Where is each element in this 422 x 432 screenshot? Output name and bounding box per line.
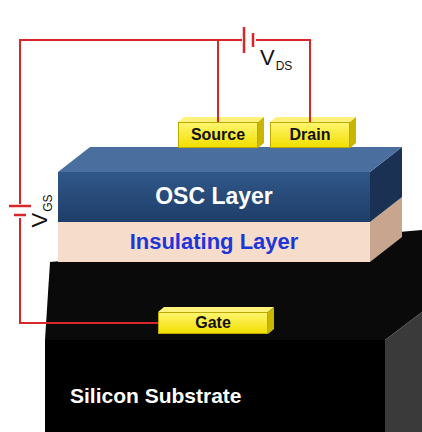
osc-top-face [58,147,402,172]
voltage-label: VDS [260,47,292,72]
osc-layer: OSC Layer [58,172,370,222]
drain-side-face [350,117,356,148]
layer-label: Gate [195,314,231,332]
voltage-subscript: GS [42,194,54,211]
battery-plate [9,205,31,208]
source-side-face [258,117,264,148]
layer-label: Silicon Substrate [70,384,242,407]
layer-label: Drain [290,126,331,144]
substrate-side-face [385,312,422,432]
silicon-substrate: Silicon Substrate [45,340,385,432]
insulating-layer: Insulating Layer [58,222,370,262]
voltage-subscript: DS [276,60,293,72]
layer-label: Insulating Layer [130,230,299,254]
drain-electrode: Drain [270,122,350,148]
circuit-wire [218,40,310,122]
battery-plate [14,214,26,217]
voltage-symbol: V [29,213,51,228]
gate-electrode: Gate [158,312,268,334]
voltage-label: V GS [29,185,55,237]
layer-label: Source [191,126,245,144]
voltage-symbol: V [260,47,275,69]
battery-plate [252,33,255,47]
gate-side-face [268,307,274,334]
source-electrode: Source [178,122,258,148]
battery-plate [243,27,246,53]
layer-label: OSC Layer [155,184,273,209]
